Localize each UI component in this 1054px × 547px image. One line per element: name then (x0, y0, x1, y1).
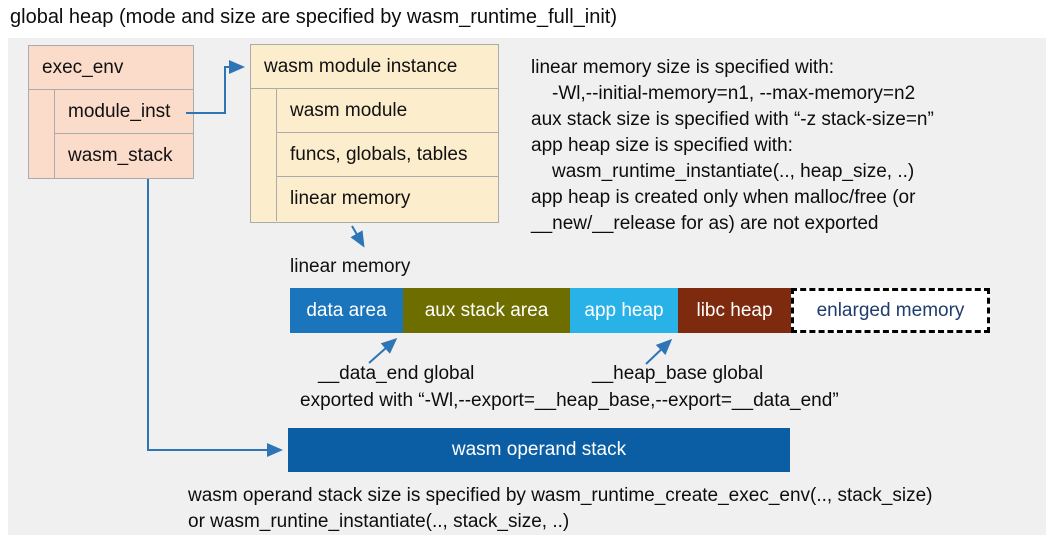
note-line: aux stack size is specified with “-z sta… (531, 109, 934, 130)
note-line: __new/__release for as) are not exported (531, 213, 879, 234)
note-line: linear memory size is specified with: (531, 57, 835, 78)
note-line: wasm operand stack size is specified by … (188, 485, 933, 506)
diagram-title: global heap (mode and size are specified… (10, 6, 617, 28)
exec-env-box: exec_env module_inst wasm_stack (28, 45, 194, 179)
exported-with-note: exported with “-Wl,--export=__heap_base,… (300, 390, 839, 411)
module-instance-row-linear-memory: linear memory (276, 177, 498, 221)
memory-size-notes: linear memory size is specified with: -W… (531, 55, 1046, 237)
exec-env-header: exec_env (29, 46, 193, 90)
exec-env-row-module-inst: module_inst (54, 90, 193, 134)
note-line: app heap is created only when malloc/fre… (531, 187, 916, 208)
note-line: app heap size is specified with: (531, 135, 793, 156)
segment-data-area: data area (290, 288, 403, 333)
exec-env-row-wasm-stack: wasm_stack (54, 134, 193, 178)
module-instance-header: wasm module instance (251, 45, 498, 89)
linear-memory-label: linear memory (290, 256, 411, 277)
data-end-global-label: __data_end global (318, 363, 475, 384)
heap-base-global-label: __heap_base global (592, 363, 764, 384)
wasm-operand-stack-bar: wasm operand stack (288, 428, 790, 472)
note-line: or wasm_runtine_instantiate(.., stack_si… (188, 511, 570, 532)
note-line: -Wl,--initial-memory=n1, --max-memory=n2 (552, 83, 916, 104)
operand-stack-size-note: wasm operand stack size is specified by … (188, 483, 933, 535)
segment-enlarged-memory: enlarged memory (791, 288, 990, 333)
segment-libc-heap: libc heap (678, 288, 791, 333)
module-instance-box: wasm module instance wasm module funcs, … (250, 44, 499, 223)
wasm-operand-stack-label: wasm operand stack (451, 439, 627, 460)
module-instance-row-funcs-globals-tables: funcs, globals, tables (276, 133, 498, 177)
module-instance-row-wasm-module: wasm module (276, 89, 498, 133)
note-line: wasm_runtime_instantiate(.., heap_size, … (552, 161, 915, 182)
segment-app-heap: app heap (570, 288, 678, 333)
segment-aux-stack-area: aux stack area (403, 288, 570, 333)
